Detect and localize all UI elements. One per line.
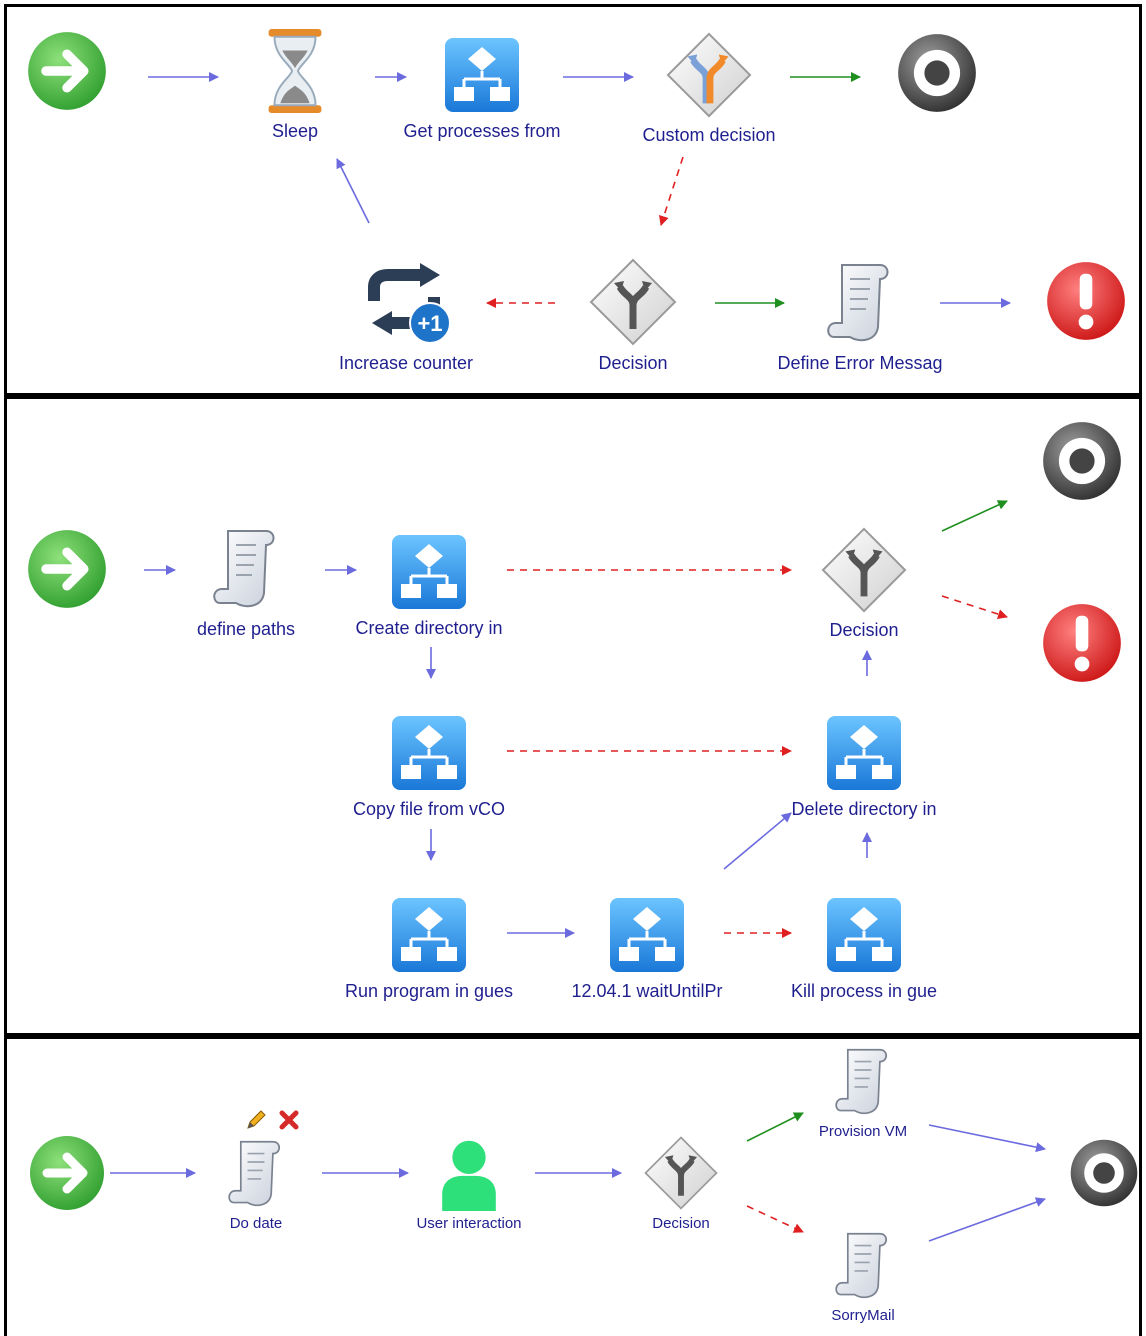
flow-arrow[interactable]	[928, 1197, 1046, 1242]
user-interaction-node[interactable]: User interaction	[369, 1137, 569, 1232]
script-icon	[820, 257, 900, 347]
error-icon	[1040, 601, 1124, 685]
node-label: Custom decision	[642, 125, 776, 145]
node-label: Do date	[229, 1215, 283, 1232]
workflow-icon	[389, 532, 469, 612]
success-arrow[interactable]	[746, 1112, 804, 1142]
end-target-icon	[895, 31, 979, 115]
node-label: Provision VM	[818, 1123, 908, 1140]
node-label: Run program in gues	[344, 981, 514, 1001]
node-label: Decision	[652, 1215, 710, 1232]
start-arrow-icon	[27, 1133, 107, 1213]
workflow-icon	[607, 895, 687, 975]
workflow-icon	[824, 713, 904, 793]
error-arrow[interactable]	[941, 595, 1008, 619]
decision-icon	[643, 1135, 719, 1211]
error-arrow[interactable]	[746, 1205, 804, 1233]
node-toolbar	[244, 1108, 300, 1137]
start-arrow-icon	[25, 527, 109, 611]
script-icon	[222, 1135, 290, 1211]
define-error-node[interactable]: Define Error Messag	[760, 257, 960, 374]
workflow-panel-1: Sleep Get processes from Custom decision…	[4, 4, 1142, 396]
panel1-connectors	[148, 72, 1011, 308]
node-label: Increase counter	[338, 353, 474, 373]
decision-icon	[588, 257, 678, 347]
node-label: Kill process in gue	[790, 981, 938, 1001]
error-icon	[1044, 259, 1128, 343]
error-arrow[interactable]	[659, 156, 684, 226]
counter-loop-icon	[356, 257, 456, 347]
hourglass-icon	[260, 27, 330, 115]
end-node[interactable]	[1004, 1137, 1142, 1209]
copy-file-node[interactable]: Copy file from vCO	[329, 713, 529, 820]
workflow-panel-2: define paths Create directory in Decisio…	[4, 396, 1142, 1036]
define-paths-node[interactable]: define paths	[146, 523, 346, 640]
pencil-icon[interactable]	[244, 1108, 268, 1137]
flow-arrow[interactable]	[928, 1124, 1046, 1153]
node-label: define paths	[196, 619, 296, 639]
node-label: Decision	[598, 353, 668, 373]
start-arrow-icon	[25, 29, 109, 113]
panel3-connectors	[110, 1112, 1046, 1242]
user-icon	[436, 1137, 502, 1211]
create-directory-node[interactable]: Create directory in	[329, 532, 529, 639]
custom-decision-icon	[665, 31, 753, 119]
start-node[interactable]	[4, 29, 167, 113]
custom-decision-node[interactable]: Custom decision	[609, 31, 809, 146]
start-node[interactable]	[4, 1133, 167, 1213]
run-program-node[interactable]: Run program in gues	[329, 895, 529, 1002]
end-target-icon	[1040, 419, 1124, 503]
node-label: 12.04.1 waitUntilPr	[571, 981, 723, 1001]
sleep-node[interactable]: Sleep	[195, 27, 395, 142]
node-label: User interaction	[416, 1215, 522, 1232]
workflow-icon	[824, 895, 904, 975]
node-label: Define Error Messag	[777, 353, 943, 373]
get-processes-node[interactable]: Get processes from	[382, 35, 582, 142]
script-icon	[829, 1043, 897, 1119]
workflow-icon	[389, 895, 469, 975]
decision-icon	[820, 526, 908, 614]
kill-process-node[interactable]: Kill process in gue	[764, 895, 964, 1002]
delete-directory-node[interactable]: Delete directory in	[764, 713, 964, 820]
node-label: Sleep	[271, 121, 319, 141]
error-node[interactable]	[982, 601, 1142, 685]
workflow-panel-3: Do date User interaction Decision Provis…	[4, 1036, 1142, 1336]
node-label: Create directory in	[355, 618, 503, 638]
flow-arrow[interactable]	[723, 812, 792, 870]
panel2-connectors	[144, 500, 1008, 938]
increase-counter-node[interactable]: Increase counter	[306, 257, 506, 374]
decision-node[interactable]: Decision	[764, 526, 964, 641]
workflow-icon	[389, 713, 469, 793]
end-target-icon	[1068, 1137, 1140, 1209]
start-node[interactable]	[4, 527, 167, 611]
sorry-mail-node[interactable]: SorryMail	[763, 1227, 963, 1324]
delete-x-icon[interactable]	[278, 1109, 300, 1136]
node-label: Get processes from	[403, 121, 561, 141]
wait-until-node[interactable]: 12.04.1 waitUntilPr	[547, 895, 747, 1002]
script-icon	[829, 1227, 897, 1303]
workflow-icon	[442, 35, 522, 115]
success-arrow[interactable]	[941, 500, 1008, 532]
node-label: Decision	[829, 620, 899, 640]
script-icon	[206, 523, 286, 613]
decision-node[interactable]: Decision	[533, 257, 733, 374]
end-node[interactable]	[982, 419, 1142, 503]
do-date-node[interactable]: Do date	[156, 1135, 356, 1232]
provision-vm-node[interactable]: Provision VM	[763, 1043, 963, 1140]
node-label: Copy file from vCO	[352, 799, 506, 819]
decision-node[interactable]: Decision	[581, 1135, 781, 1232]
error-node[interactable]	[986, 259, 1142, 343]
node-label: SorryMail	[831, 1307, 895, 1324]
end-node[interactable]	[837, 31, 1037, 115]
node-label: Delete directory in	[791, 799, 937, 819]
loop-back-arrow[interactable]	[336, 158, 370, 224]
